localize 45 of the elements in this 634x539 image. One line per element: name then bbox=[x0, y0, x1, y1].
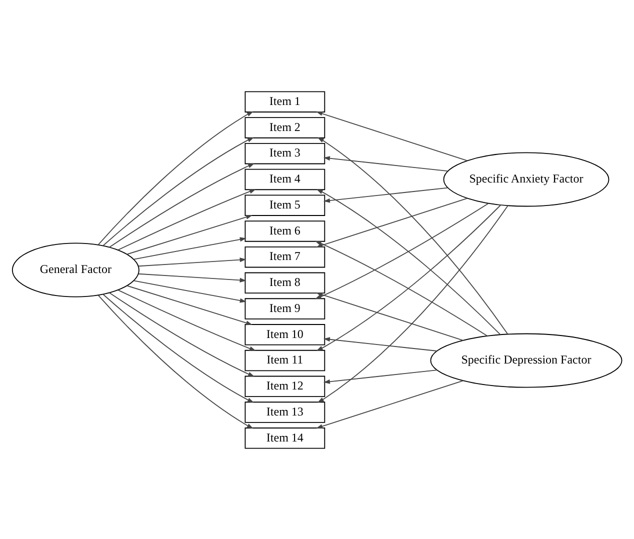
node-box: Item 10 bbox=[244, 324, 326, 345]
arrow bbox=[126, 284, 252, 325]
node-box: Item 4 bbox=[244, 168, 326, 190]
arrow bbox=[133, 280, 246, 302]
arrow bbox=[317, 136, 508, 334]
arrow bbox=[118, 289, 256, 350]
arrow bbox=[118, 188, 256, 250]
arrow bbox=[126, 214, 252, 254]
arrow bbox=[323, 186, 448, 202]
node-box: Item 11 bbox=[244, 349, 326, 371]
arrow bbox=[316, 188, 501, 335]
node-box: Item 3 bbox=[244, 142, 326, 164]
arrow bbox=[316, 380, 464, 428]
arrow bbox=[323, 336, 438, 351]
arrow bbox=[314, 202, 489, 299]
arrow bbox=[102, 293, 254, 402]
node-box: Item 12 bbox=[244, 375, 326, 397]
arrow bbox=[316, 197, 468, 247]
arrow bbox=[98, 294, 254, 428]
node-box: Item 13 bbox=[244, 401, 326, 422]
node-ellipse: General Factor bbox=[12, 242, 140, 297]
arrow bbox=[108, 162, 255, 248]
node-box: Item 14 bbox=[244, 427, 326, 448]
node-box: Item 6 bbox=[244, 220, 326, 242]
node-box: Item 8 bbox=[244, 272, 326, 294]
arrow bbox=[317, 204, 508, 402]
arrow bbox=[316, 110, 468, 161]
node-box: Item 7 bbox=[244, 246, 326, 268]
node-box: Item 2 bbox=[244, 116, 326, 138]
arrow bbox=[102, 136, 254, 246]
arrow bbox=[316, 292, 464, 340]
arrow bbox=[323, 369, 438, 384]
arrow bbox=[98, 110, 254, 245]
node-ellipse: Specific Depression Factor bbox=[430, 332, 622, 388]
arrow bbox=[314, 240, 488, 336]
node-box: Item 1 bbox=[244, 90, 326, 112]
node-box: Item 5 bbox=[244, 194, 326, 216]
arrow bbox=[323, 156, 448, 172]
arrow bbox=[133, 236, 246, 260]
arrow bbox=[316, 204, 502, 350]
arrow bbox=[138, 272, 246, 282]
node-box: Item 9 bbox=[244, 298, 326, 319]
arrow bbox=[108, 292, 255, 376]
node-ellipse: Specific Anxiety Factor bbox=[443, 152, 610, 206]
arrow bbox=[138, 257, 246, 266]
